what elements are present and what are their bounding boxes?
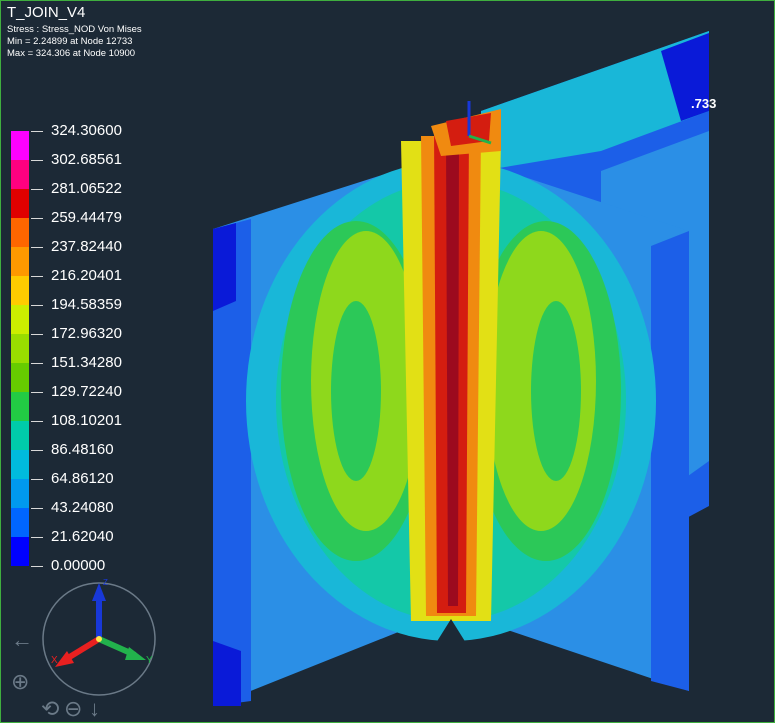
legend-color-swatch	[11, 537, 29, 566]
x-axis-arrow	[55, 651, 74, 667]
legend-tick	[31, 392, 43, 393]
rotate-icon[interactable]: ⟲	[41, 696, 60, 721]
front-plate-left-edge	[213, 219, 251, 706]
legend-value: 108.10201	[51, 412, 122, 429]
color-legend: 324.30600 302.68561 281.06522 259.44479 237.…	[11, 122, 211, 581]
legend-color-swatch	[11, 334, 29, 363]
legend-value: 281.06522	[51, 180, 122, 197]
legend-color-swatch	[11, 508, 29, 537]
legend-tick	[31, 305, 43, 306]
legend-color-swatch	[11, 247, 29, 276]
zoom-fit-icon[interactable]: ⊖	[64, 696, 83, 721]
legend-tick	[31, 247, 43, 248]
result-type-line: Stress : Stress_NOD Von Mises	[7, 24, 142, 35]
legend-value: 259.44479	[51, 209, 122, 226]
legend-tick	[31, 189, 43, 190]
legend-color-swatch	[11, 363, 29, 392]
legend-color-swatch	[11, 131, 29, 160]
legend-color-swatch	[11, 160, 29, 189]
legend-tick	[31, 421, 43, 422]
node-marker-label: .733	[691, 96, 717, 111]
legend-value: 237.82440	[51, 238, 122, 255]
x-axis-label: X	[51, 655, 58, 666]
legend-color-swatch	[11, 392, 29, 421]
orientation-triad: X Y Z	[42, 578, 156, 696]
z-axis-arrow	[92, 583, 106, 601]
legend-value: 0.00000	[51, 557, 106, 574]
back-plate-top-band	[481, 31, 709, 171]
legend-value: 302.68561	[51, 151, 122, 168]
legend-color-swatch	[11, 276, 29, 305]
legend-value: 151.34280	[51, 354, 122, 371]
legend-value: 216.20401	[51, 267, 122, 284]
legend-value: 324.30600	[51, 122, 122, 139]
legend-tick	[31, 363, 43, 364]
z-axis-label: Z	[103, 578, 108, 587]
legend-color-swatch	[11, 189, 29, 218]
legend-value: 43.24080	[51, 499, 114, 516]
y-axis-label: Y	[146, 655, 153, 666]
min-value-line: Min = 2.24899 at Node 12733	[7, 36, 133, 47]
legend-value: 194.58359	[51, 296, 122, 313]
legend-color-swatch	[11, 479, 29, 508]
legend-color-swatch	[11, 450, 29, 479]
front-plate-bottom-corner	[213, 641, 241, 706]
max-value-line: Max = 324.306 at Node 10900	[7, 48, 136, 59]
legend-color-swatch	[11, 305, 29, 334]
legend-value: 86.48160	[51, 441, 114, 458]
front-plate-right-edge	[651, 231, 689, 691]
legend-tick	[31, 508, 43, 509]
dark-red-line	[446, 136, 459, 606]
legend-tick	[31, 479, 43, 480]
legend-tick	[31, 160, 43, 161]
legend-value: 64.86120	[51, 470, 114, 487]
legend-value: 129.72240	[51, 383, 122, 400]
model-title: T_JOIN_V4	[7, 4, 86, 21]
zoom-in-icon[interactable]: ⊕	[11, 669, 30, 694]
legend-tick	[31, 131, 43, 132]
node-marker-y	[468, 134, 492, 145]
legend-color-swatch	[11, 421, 29, 450]
legend-tick	[31, 276, 43, 277]
legend-color-swatch	[11, 218, 29, 247]
y-axis-arrow	[125, 647, 146, 660]
legend-tick	[31, 334, 43, 335]
triad-origin	[96, 636, 102, 642]
legend-tick	[31, 566, 43, 567]
legend-tick	[31, 218, 43, 219]
legend-tick	[31, 537, 43, 538]
back-plate-corner	[661, 33, 709, 121]
legend-tick	[31, 450, 43, 451]
legend-value: 172.96320	[51, 325, 122, 342]
joint-notch	[406, 619, 496, 691]
front-plate-left-corner	[213, 223, 236, 311]
legend-value: 21.62040	[51, 528, 114, 545]
pan-down-icon[interactable]: ↓	[89, 696, 100, 721]
green-core-right	[531, 301, 581, 481]
green-core-left	[331, 301, 381, 481]
pan-left-icon[interactable]: ←	[11, 627, 33, 652]
